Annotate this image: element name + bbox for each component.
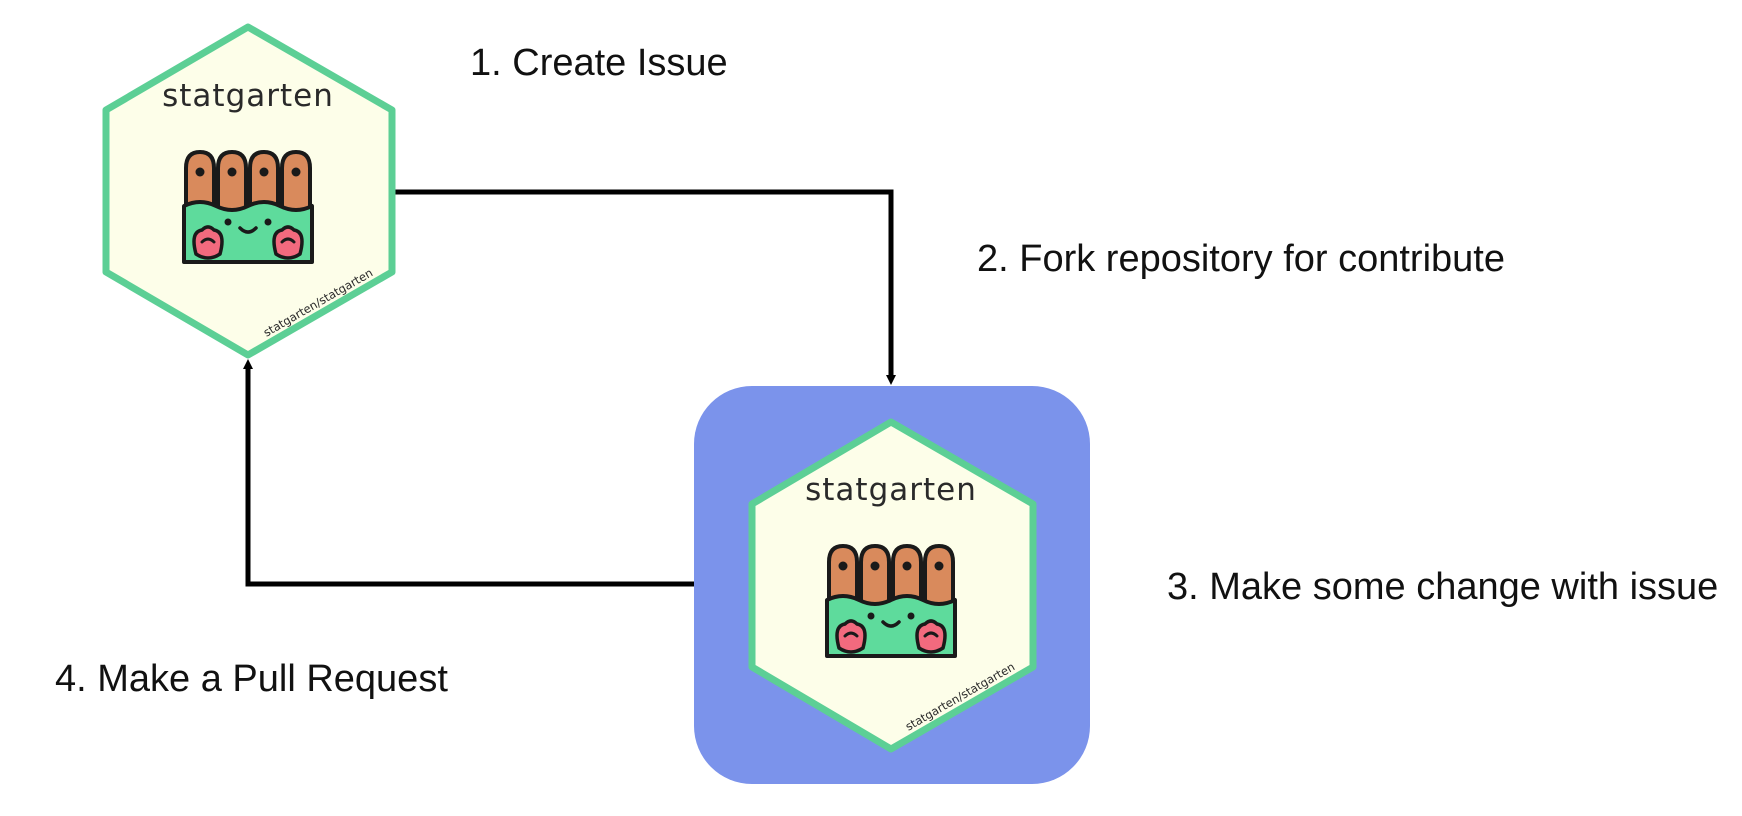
fork-logo-title: statgarten (805, 472, 977, 508)
step-pull-request-label: 4. Make a Pull Request (55, 658, 448, 700)
step-make-change-label: 3. Make some change with issue (1167, 566, 1719, 608)
pull-request-arrow (243, 359, 696, 587)
step-fork-repository-label: 2. Fork repository for contribute (977, 238, 1505, 280)
original-logo-title: statgarten (162, 78, 334, 114)
step-create-issue-label: 1. Create Issue (470, 42, 728, 84)
original-repo-logo[interactable]: statgarten statgarten/statgarten (102, 23, 396, 359)
garden-fence-icon (182, 150, 314, 264)
garden-fence-icon (825, 544, 957, 658)
fork-arrow (394, 189, 896, 385)
forked-repo-logo[interactable]: statgarten statgarten/statgarten (748, 418, 1037, 753)
